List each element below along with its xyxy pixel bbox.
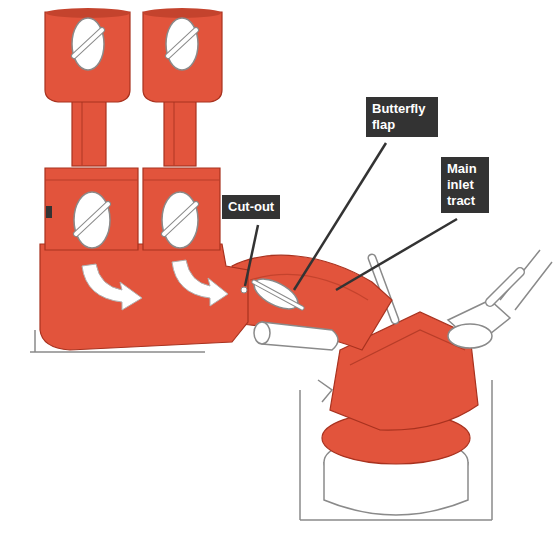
spark-plug — [448, 272, 520, 348]
piston-body — [324, 462, 468, 515]
cylinder-block — [30, 250, 552, 520]
intake-horn — [143, 12, 222, 102]
runner — [164, 98, 196, 166]
intake-horn — [45, 12, 130, 102]
callout-label: Main inlet tract — [441, 157, 489, 213]
callout-label: Butterfly flap — [366, 97, 438, 137]
runner — [72, 98, 106, 166]
callout-label: Cut-out — [222, 195, 280, 219]
flow-arrow — [82, 260, 228, 310]
plenum — [40, 244, 248, 350]
main-inlet-tract — [232, 255, 392, 350]
butterfly-flap — [241, 273, 302, 315]
throttle-disc — [74, 192, 198, 248]
throttle-disc — [72, 18, 198, 70]
